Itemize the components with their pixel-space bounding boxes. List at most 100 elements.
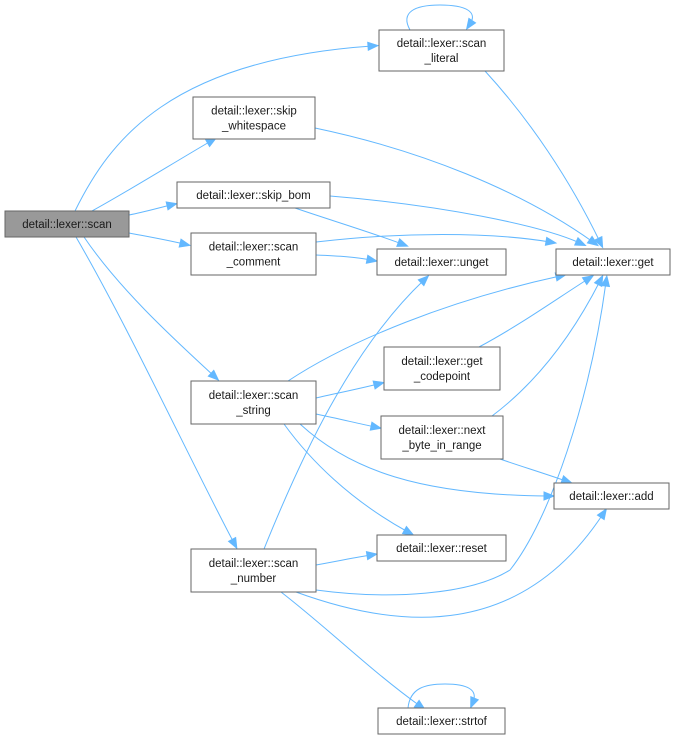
node-label: detail::lexer::skip_bom (196, 190, 310, 202)
node-box[interactable] (377, 707, 506, 735)
node-box[interactable] (555, 248, 671, 276)
node-label: _codepoint (413, 371, 471, 383)
edge-scan_number-to-reset (315, 551, 379, 566)
node-reset[interactable]: detail::lexer::reset (376, 534, 507, 562)
node-skip_bom[interactable]: detail::lexer::skip_bom (176, 181, 331, 209)
edge-line (128, 232, 185, 245)
edge-line (287, 275, 561, 382)
node-box[interactable] (190, 380, 317, 425)
node-skip_whitespace[interactable]: detail::lexer::skip_whitespace (192, 96, 316, 140)
edge-scan_string-to-reset (283, 423, 415, 536)
arrowhead-icon (573, 236, 587, 247)
edge-scan-to-scan_number (75, 236, 238, 550)
arrowhead-icon (372, 380, 386, 390)
arrowhead-icon (207, 369, 220, 381)
edge-line (315, 554, 372, 566)
node-box[interactable] (376, 534, 507, 562)
arrowhead-icon (544, 236, 558, 246)
node-scan[interactable]: detail::lexer::scan (4, 210, 130, 238)
arrowhead-icon (560, 475, 573, 485)
edge-scan-to-skip_bom (128, 201, 179, 216)
nodes-layer: detail::lexer::scandetail::lexer::scan_l… (4, 29, 671, 735)
node-label: detail::lexer::scan (209, 558, 299, 570)
node-scan_string[interactable]: detail::lexer::scan_string (190, 380, 317, 425)
node-box[interactable] (380, 415, 504, 460)
node-box[interactable] (378, 29, 505, 72)
node-box[interactable] (376, 248, 507, 276)
edge-line (283, 423, 409, 533)
edge-scan_comment-to-get (315, 234, 558, 246)
arrowhead-icon (401, 525, 415, 536)
edge-line (499, 458, 567, 482)
node-label: detail::lexer::reset (396, 543, 488, 555)
node-label: _comment (226, 257, 281, 269)
edge-next_byte_in_range-to-add (499, 458, 573, 485)
node-label: detail::lexer::scan (22, 219, 112, 231)
edge-line (314, 127, 594, 243)
node-add[interactable]: detail::lexer::add (553, 482, 670, 510)
node-label: _byte_in_range (401, 440, 481, 452)
node-label: detail::lexer::scan (209, 242, 299, 254)
edge-scan-to-scan_string (83, 236, 220, 381)
node-label: _number (230, 573, 277, 585)
node-scan_number[interactable]: detail::lexer::scan_number (190, 548, 317, 593)
edge-strtof-to-strtof (407, 683, 480, 709)
edge-line (406, 4, 473, 31)
arrowhead-icon (600, 274, 611, 288)
edge-line (491, 280, 601, 417)
node-label: detail::lexer::scan (209, 390, 299, 402)
node-label: detail::lexer::scan (397, 38, 487, 50)
edge-line (315, 234, 551, 243)
node-get_codepoint[interactable]: detail::lexer::get_codepoint (383, 346, 501, 391)
edge-line (484, 70, 601, 243)
node-label: detail::lexer::add (569, 491, 653, 503)
node-box[interactable] (176, 181, 331, 209)
node-unget[interactable]: detail::lexer::unget (376, 248, 507, 276)
edge-line (83, 236, 215, 377)
node-get[interactable]: detail::lexer::get (555, 248, 671, 276)
node-box[interactable] (190, 232, 317, 276)
arrowhead-icon (465, 17, 477, 31)
node-scan_literal[interactable]: detail::lexer::scan_literal (378, 29, 505, 72)
edge-line (280, 591, 421, 707)
node-label: detail::lexer::get (572, 257, 654, 269)
arrowhead-icon (581, 275, 595, 286)
arrowhead-icon (178, 238, 192, 248)
node-next_byte_in_range[interactable]: detail::lexer::next_byte_in_range (380, 415, 504, 460)
node-label: detail::lexer::next (399, 425, 487, 437)
edge-line (91, 140, 212, 212)
edge-scan_literal-to-scan_literal (406, 4, 477, 31)
edges-layer (74, 4, 611, 711)
edge-line (299, 423, 549, 497)
node-box[interactable] (553, 482, 670, 510)
node-box[interactable] (190, 548, 317, 593)
arrowhead-icon (165, 201, 179, 211)
node-label: _literal (424, 53, 459, 65)
node-box[interactable] (383, 346, 501, 391)
edge-line (74, 45, 373, 212)
arrowhead-icon (596, 507, 608, 521)
edge-scan_string-to-add (299, 423, 556, 501)
edge-skip_bom-to-unget (294, 207, 409, 247)
node-strtof[interactable]: detail::lexer::strtof (377, 707, 506, 735)
node-box[interactable] (192, 96, 316, 140)
edge-scan-to-scan_comment (128, 232, 192, 248)
node-label: detail::lexer::skip (211, 106, 297, 118)
edge-skip_bom-to-get (329, 195, 587, 247)
edge-get_codepoint-to-get (478, 275, 595, 348)
arrowhead-icon (227, 536, 238, 550)
edge-line (75, 236, 235, 544)
node-scan_comment[interactable]: detail::lexer::scan_comment (190, 232, 317, 276)
edge-line (329, 195, 581, 244)
edge-scan-to-scan_literal (74, 41, 380, 212)
arrowhead-icon (367, 41, 380, 52)
node-label: detail::lexer::get (401, 356, 483, 368)
arrowhead-icon (586, 235, 599, 247)
edge-scan_number-to-add (295, 507, 608, 618)
edge-next_byte_in_range-to-get (491, 274, 604, 417)
edge-line (315, 383, 379, 399)
arrowhead-icon (369, 421, 383, 431)
edge-scan_comment-to-unget (315, 254, 379, 264)
node-box[interactable] (4, 210, 130, 238)
node-label: _whitespace (221, 121, 286, 133)
